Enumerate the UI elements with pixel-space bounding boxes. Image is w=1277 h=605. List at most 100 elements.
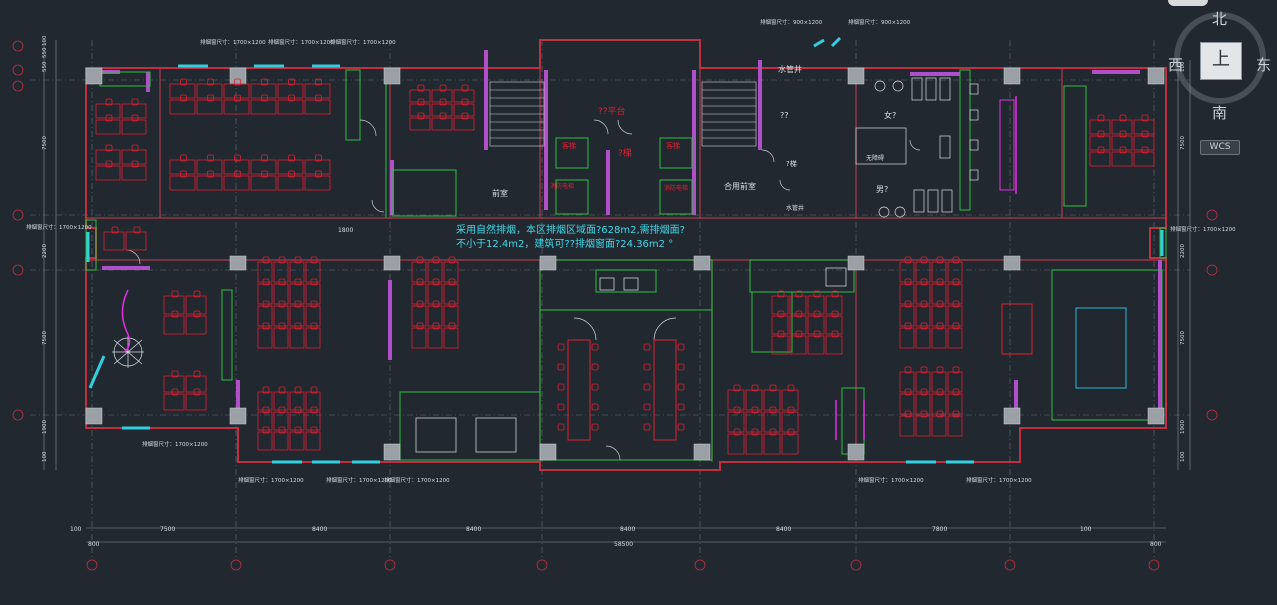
desk xyxy=(304,99,331,115)
desk xyxy=(745,389,763,411)
chair xyxy=(432,322,440,330)
desk xyxy=(899,305,915,327)
desk xyxy=(771,335,789,355)
desk xyxy=(947,393,963,415)
window-label-bottom-left: 排烟窗尺寸：1700×1200 xyxy=(142,440,208,448)
desk xyxy=(257,391,273,411)
desk xyxy=(789,315,807,335)
compass-east[interactable]: 东 xyxy=(1256,56,1272,74)
desk xyxy=(169,83,196,99)
chair xyxy=(591,383,599,391)
chair xyxy=(193,290,201,298)
desk xyxy=(257,261,273,283)
wcs-menu-button[interactable]: WCS xyxy=(1200,140,1240,155)
desk xyxy=(273,305,289,327)
desk xyxy=(273,411,289,431)
bottom-dimension-value: 8400 xyxy=(620,526,635,533)
desk xyxy=(185,393,207,411)
chair xyxy=(920,410,928,418)
desk xyxy=(257,305,273,327)
chair xyxy=(261,94,268,102)
outer-walls xyxy=(85,39,1167,471)
desk xyxy=(443,305,459,327)
viewcube-top-face[interactable]: 上 xyxy=(1200,42,1242,80)
chair xyxy=(1097,130,1105,138)
desk xyxy=(931,261,947,283)
desk xyxy=(915,283,931,305)
desk xyxy=(899,327,915,349)
desk xyxy=(947,305,963,327)
desk xyxy=(763,389,781,411)
chair xyxy=(920,322,928,330)
chair xyxy=(591,343,599,351)
chair xyxy=(1141,114,1149,122)
chair xyxy=(262,322,270,330)
chair xyxy=(261,154,268,162)
compass-north[interactable]: 北 xyxy=(1212,10,1228,28)
desk xyxy=(915,261,931,283)
chair xyxy=(131,160,139,168)
desk xyxy=(411,261,427,283)
desk xyxy=(431,103,453,117)
window-label-top3: 排烟窗尺寸：1700×1200 xyxy=(330,38,396,46)
desk xyxy=(223,99,250,115)
compass-ring[interactable] xyxy=(1174,12,1266,104)
desk xyxy=(277,175,304,191)
desk xyxy=(273,283,289,305)
desk xyxy=(257,431,273,451)
window-label-bottom2: 排烟窗尺寸：1700×1200 xyxy=(326,476,392,484)
chair xyxy=(557,403,565,411)
lounge-seating xyxy=(121,96,1017,440)
chair xyxy=(952,410,960,418)
chair xyxy=(1097,146,1105,154)
chair xyxy=(591,403,599,411)
desk xyxy=(915,371,931,393)
desk xyxy=(789,295,807,315)
bottom-total-dimension: 58500 xyxy=(614,541,633,548)
chair xyxy=(416,300,424,308)
desk xyxy=(771,295,789,315)
desk xyxy=(1111,151,1133,167)
desk xyxy=(947,415,963,437)
bottom-dimension-value: 7500 xyxy=(160,526,175,533)
desk xyxy=(257,411,273,431)
compass-south[interactable]: 南 xyxy=(1212,104,1228,122)
chair xyxy=(180,154,187,162)
chair xyxy=(643,383,651,391)
chair xyxy=(904,322,912,330)
desk xyxy=(411,283,427,305)
desk xyxy=(185,295,207,315)
chair xyxy=(591,363,599,371)
chair xyxy=(904,278,912,286)
desk xyxy=(196,99,223,115)
desk xyxy=(453,89,475,103)
chair xyxy=(294,278,302,286)
left-dimension-value: 7500 xyxy=(42,136,48,150)
chair xyxy=(448,256,456,264)
compass-west[interactable]: 西 xyxy=(1168,56,1184,74)
desk xyxy=(95,103,121,119)
desk xyxy=(727,411,745,433)
desk xyxy=(763,433,781,455)
desk xyxy=(277,99,304,115)
right-dimension-value: 7500 xyxy=(1180,136,1186,150)
desk xyxy=(931,283,947,305)
room-label-stair-lobby-right: 合用前室 xyxy=(724,181,756,191)
desk xyxy=(121,119,147,135)
chair xyxy=(643,343,651,351)
chair xyxy=(278,322,286,330)
smoke-windows xyxy=(86,36,1164,464)
chair xyxy=(643,423,651,431)
right-dimension-value: 2200 xyxy=(1180,244,1186,258)
desk xyxy=(1111,135,1133,151)
viewcube-navigator[interactable]: 北 西 东 南 上 WCS xyxy=(1168,0,1276,155)
chair xyxy=(180,94,187,102)
desk xyxy=(250,83,277,99)
desk xyxy=(1133,119,1155,135)
chair xyxy=(439,84,447,92)
desk xyxy=(409,117,431,131)
chair xyxy=(952,278,960,286)
chair xyxy=(677,363,685,371)
desk xyxy=(931,393,947,415)
